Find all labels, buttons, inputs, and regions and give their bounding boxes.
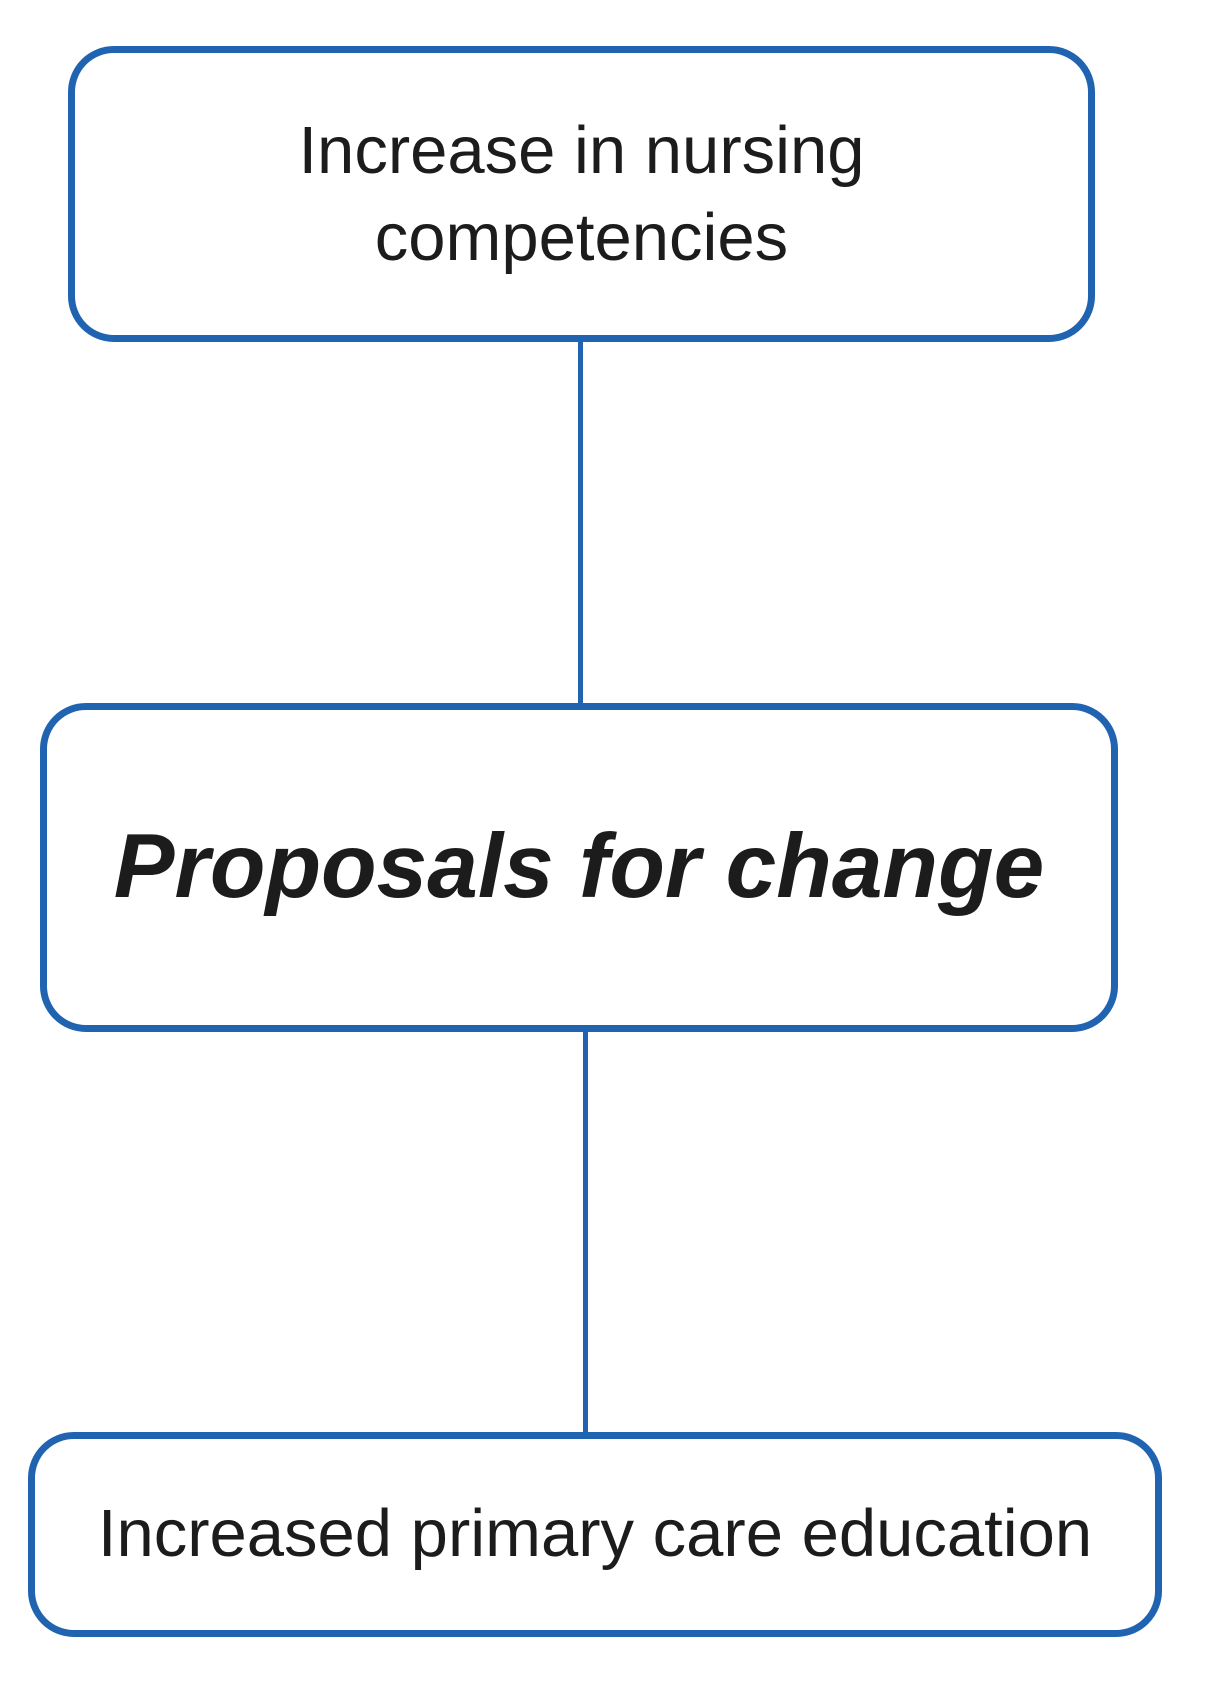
- connector-middle-to-bottom: [583, 1032, 588, 1432]
- node-proposals-for-change: Proposals for change: [40, 703, 1118, 1032]
- node-increased-primary-care-education: Increased primary care education: [28, 1432, 1162, 1637]
- node-label-increase-nursing-competencies: Increase in nursing competencies: [298, 112, 865, 275]
- connector-top-to-middle: [578, 342, 583, 703]
- node-label-increased-primary-care-education: Increased primary care education: [97, 1496, 1093, 1572]
- node-label-proposals-for-change: Proposals for change: [113, 816, 1045, 918]
- node-increase-nursing-competencies: Increase in nursing competencies: [68, 46, 1095, 342]
